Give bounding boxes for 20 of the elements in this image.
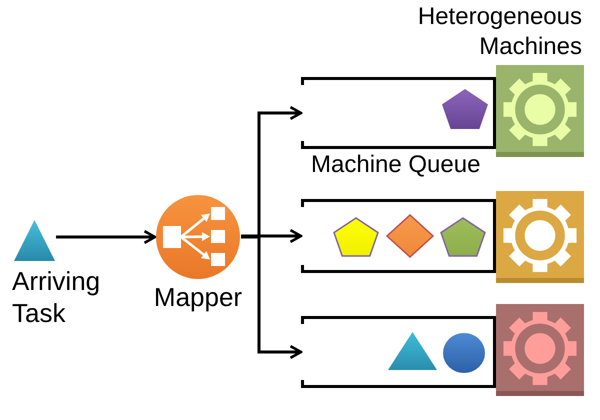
machines-heading: Heterogeneous Machines bbox=[416, 2, 582, 62]
gear-icon bbox=[496, 191, 584, 283]
arrow bbox=[241, 228, 302, 244]
pentagon-icon bbox=[440, 217, 486, 257]
arrow bbox=[56, 230, 156, 244]
mapper-label: Mapper bbox=[152, 281, 244, 313]
pentagon-icon bbox=[441, 88, 489, 130]
gear-icon bbox=[496, 304, 584, 396]
queue-outline bbox=[301, 199, 496, 273]
queue-label: Machine Queue bbox=[311, 150, 482, 180]
pentagon-icon bbox=[333, 217, 379, 257]
queue-outline bbox=[301, 316, 496, 388]
diamond-icon bbox=[386, 214, 434, 258]
task-label: Arriving Task bbox=[12, 265, 102, 329]
queue-outline bbox=[301, 77, 496, 149]
circle-icon bbox=[442, 332, 486, 374]
gear-icon bbox=[496, 65, 584, 157]
branching-arrows-icon bbox=[155, 194, 241, 280]
triangle-icon bbox=[387, 331, 438, 371]
triangle-icon bbox=[13, 219, 56, 262]
